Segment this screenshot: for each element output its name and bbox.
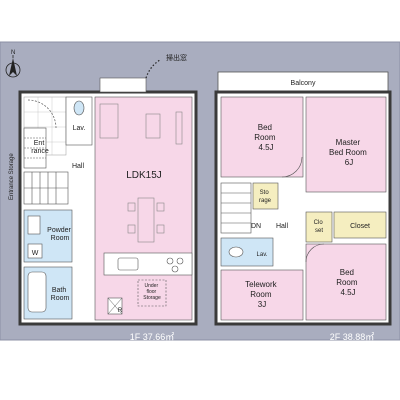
floor2-area-label: 2F 38.88㎡: [330, 332, 375, 342]
dining-table-icon: [127, 197, 165, 243]
window-label: 掃出窓: [166, 53, 187, 62]
under-floor-label: Under floor Storage: [143, 283, 161, 301]
entrance-label-line2: rance: [31, 148, 49, 155]
storage-label: Sto rage: [259, 190, 272, 204]
kitchen-counter: [103, 252, 193, 276]
telework-line2: Room: [250, 290, 272, 299]
shoe-storage: [23, 127, 47, 169]
telework-label: Telework Room 3J: [245, 280, 279, 309]
washer-box: [27, 243, 43, 259]
vanity-icon: [27, 215, 41, 235]
sofa-icon: [99, 103, 119, 139]
under-floor-line2: floor: [146, 289, 156, 295]
powder-line2: Room: [51, 235, 70, 242]
window-marker: [99, 77, 147, 93]
dn-label: DN: [251, 223, 261, 230]
refrigerator-label: R: [118, 308, 123, 314]
stove-icon: [166, 257, 184, 273]
closet-label: Closet: [350, 223, 370, 230]
bedroom-2-line1: Bed: [340, 268, 354, 277]
closet-small-line1: Clo: [314, 220, 324, 226]
bedroom-2-line3: 4.5J: [340, 288, 355, 297]
compass-label: N: [11, 50, 15, 56]
bedroom-1-line2: Room: [254, 133, 276, 142]
coffee-table-icon: [145, 113, 161, 139]
washer-label: W: [32, 250, 39, 257]
master-bedroom: [305, 96, 387, 193]
bath-line2: Room: [51, 295, 70, 302]
bedroom-1-line1: Bed: [258, 123, 272, 132]
master-label: Master Bed Room 6J: [329, 138, 369, 167]
bathtub-icon: [27, 271, 47, 313]
closet-small-line2: set: [315, 228, 323, 234]
entrance-storage-label: Entrance Storage: [9, 153, 15, 200]
floor2: Balcony Bed Room 4.5J Master Bed Room 6J…: [214, 71, 392, 342]
lav-2f-label: Lav.: [257, 252, 268, 258]
bedroom-2-line2: Room: [336, 278, 358, 287]
ldk-label: LDK15J: [126, 170, 162, 181]
under-floor-storage: [137, 279, 167, 307]
entrance-label: Ent rance: [31, 140, 49, 155]
master-line3: 6J: [345, 158, 353, 167]
telework-line1: Telework: [245, 280, 278, 289]
closet-small: [305, 211, 333, 243]
bedroom-1-door: [281, 156, 303, 178]
telework-line3: 3J: [258, 300, 266, 309]
bedroom-1-line3: 4.5J: [258, 143, 273, 152]
powder-line1: Powder: [47, 227, 71, 234]
stairs-2f: [220, 182, 252, 234]
master-line2: Bed Room: [329, 148, 367, 157]
sink-icon: [117, 257, 139, 271]
bedroom-1: [220, 96, 304, 178]
telework-room: [220, 269, 304, 321]
bedroom-2-door: [305, 243, 325, 263]
storage-2f: [252, 182, 279, 210]
master-line1: Master: [336, 138, 361, 147]
toilet-1f-icon: [73, 100, 85, 116]
under-floor-line1: Under: [144, 283, 158, 289]
hall-2f-label: Hall: [276, 223, 289, 230]
refrigerator-diag2: [107, 297, 123, 315]
hall-1f-label: Hall: [72, 163, 85, 170]
window-callout-dots: [145, 59, 161, 79]
bedroom-2-label: Bed Room 4.5J: [336, 268, 360, 297]
floor1: Ent rance Lav. Hall UP LDK15J: [9, 53, 198, 342]
plan-frame: [0, 41, 400, 341]
bedroom-2: [305, 243, 387, 321]
entrance-label-line1: Ent: [34, 140, 45, 147]
tv-board-icon: [175, 111, 183, 145]
closet: [333, 211, 387, 239]
front-door-swing: [27, 99, 57, 129]
closet-small-label: Clo set: [314, 220, 325, 234]
storage-line1: Sto: [260, 190, 270, 196]
powder-label: Powder Room: [47, 227, 73, 242]
under-floor-line3: Storage: [143, 295, 161, 301]
compass-icon: [5, 55, 21, 78]
lav-1f-label: Lav.: [73, 125, 86, 132]
bedroom-1-label: Bed Room 4.5J: [254, 123, 278, 152]
floor1-area-label: 1F 37.66㎡: [130, 332, 175, 342]
storage-line2: rage: [259, 198, 272, 204]
toilet-2f-icon: [228, 246, 244, 258]
balcony-label: Balcony: [291, 80, 316, 87]
bath-label: Bath Room: [51, 287, 70, 302]
stairs-1f: [23, 171, 69, 205]
bath-line1: Bath: [52, 287, 67, 294]
